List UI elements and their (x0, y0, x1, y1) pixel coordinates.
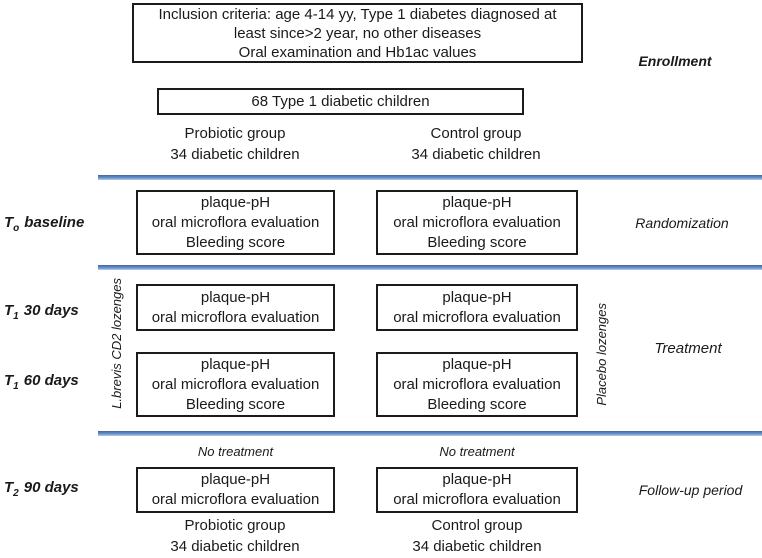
t30-probiotic-box: plaque-pH oral microflora evaluation (136, 284, 335, 331)
baseline-probiotic-box: plaque-pH oral microflora evaluation Ble… (136, 190, 335, 255)
followup-period-stage-label: Follow-up period (638, 482, 743, 498)
t2-rest: 90 days (23, 479, 79, 496)
enrollment-divider-line (98, 175, 762, 180)
inclusion-criteria-box: Inclusion criteria: age 4-14 yy, Type 1 … (132, 3, 583, 63)
t30-control-box: plaque-pH oral microflora evaluation (376, 284, 578, 331)
probiotic-group-header: Probiotic group 34 diabetic children (170, 125, 300, 163)
t1-30days-label: T1 30 days (4, 302, 79, 322)
lbrevis-lozenges-vertical-label: L.brevis CD2 lozenges (102, 276, 130, 410)
placebo-lozenges-text: Placebo lozenges (593, 302, 609, 406)
probiotic-group-footer: Probiotic group 34 diabetic children (170, 517, 300, 555)
t1-30-subscript: 1 (13, 311, 19, 322)
enrollment-stage-label: Enrollment (638, 53, 712, 69)
followup-probiotic-box: plaque-pH oral microflora evaluation (136, 467, 335, 513)
t0-baseline-label: To baseline (4, 214, 84, 234)
no-treatment-label-probiotic: No treatment (197, 444, 274, 459)
t2-90days-label: T2 90 days (4, 479, 79, 499)
control-group-footer: Control group 34 diabetic children (412, 517, 542, 555)
t2-prefix: T (4, 479, 14, 496)
t1-30-prefix: T (4, 302, 14, 319)
randomization-stage-label: Randomization (635, 215, 729, 231)
placebo-lozenges-vertical-label: Placebo lozenges (588, 295, 614, 413)
t1-60days-label: T1 60 days (4, 372, 79, 392)
treatment-stage-label: Treatment (654, 340, 722, 357)
treatment-divider-line (98, 431, 762, 436)
t2-subscript: 2 (13, 488, 19, 499)
t1-60-subscript: 1 (13, 381, 19, 392)
t0-subscript: o (13, 223, 20, 234)
t60-probiotic-box: plaque-pH oral microflora evaluation Ble… (136, 352, 335, 417)
t0-prefix: T (4, 214, 14, 231)
control-group-header: Control group 34 diabetic children (411, 125, 541, 163)
t0-rest: baseline (24, 214, 85, 231)
lbrevis-lozenges-text: L.brevis CD2 lozenges (108, 277, 124, 409)
followup-control-box: plaque-pH oral microflora evaluation (376, 467, 578, 513)
t1-60-prefix: T (4, 372, 14, 389)
t1-30-rest: 30 days (23, 302, 79, 319)
randomization-divider-line (98, 265, 762, 270)
no-treatment-label-control: No treatment (439, 444, 515, 459)
total-enrolled-box: 68 Type 1 diabetic children (157, 88, 524, 115)
t1-60-rest: 60 days (23, 372, 79, 389)
t60-control-box: plaque-pH oral microflora evaluation Ble… (376, 352, 578, 417)
baseline-control-box: plaque-pH oral microflora evaluation Ble… (376, 190, 578, 255)
